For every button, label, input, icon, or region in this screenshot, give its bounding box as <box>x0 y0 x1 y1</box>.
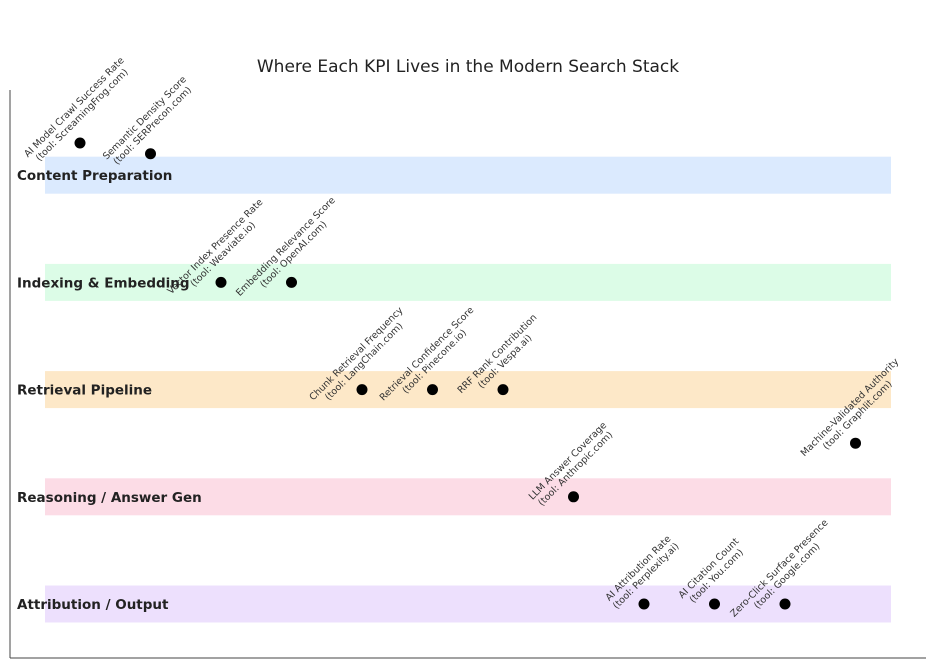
axes-layer <box>9 90 926 659</box>
labels-layer: AI Model Crawl Success Rate(tool: Scream… <box>22 55 901 619</box>
points-layer <box>74 137 861 610</box>
kpi-point <box>709 598 720 610</box>
stage-band-label: Indexing & Embedding <box>17 275 190 291</box>
kpi-point <box>638 598 650 610</box>
stage-band <box>45 478 891 516</box>
kpi-point <box>850 437 861 449</box>
kpi-point <box>145 148 156 160</box>
kpi-point <box>356 384 368 396</box>
stage-band-label: Retrieval Pipeline <box>17 383 152 399</box>
kpi-point <box>74 137 86 149</box>
stage-band-label: Content Preparation <box>17 168 172 184</box>
stage-band <box>45 263 891 301</box>
stage-band-label: Attribution / Output <box>17 597 169 613</box>
stage-band <box>45 156 891 194</box>
stage-band <box>45 371 891 409</box>
stage-band <box>45 585 891 623</box>
kpi-point <box>215 276 227 288</box>
kpi-point <box>779 598 791 610</box>
kpi-point <box>497 384 509 396</box>
kpi-point <box>568 491 579 503</box>
kpi-point <box>427 384 438 396</box>
chart-title: Where Each KPI Lives in the Modern Searc… <box>257 57 679 77</box>
kpi-point <box>286 276 297 288</box>
stage-band-label: Reasoning / Answer Gen <box>17 490 202 506</box>
